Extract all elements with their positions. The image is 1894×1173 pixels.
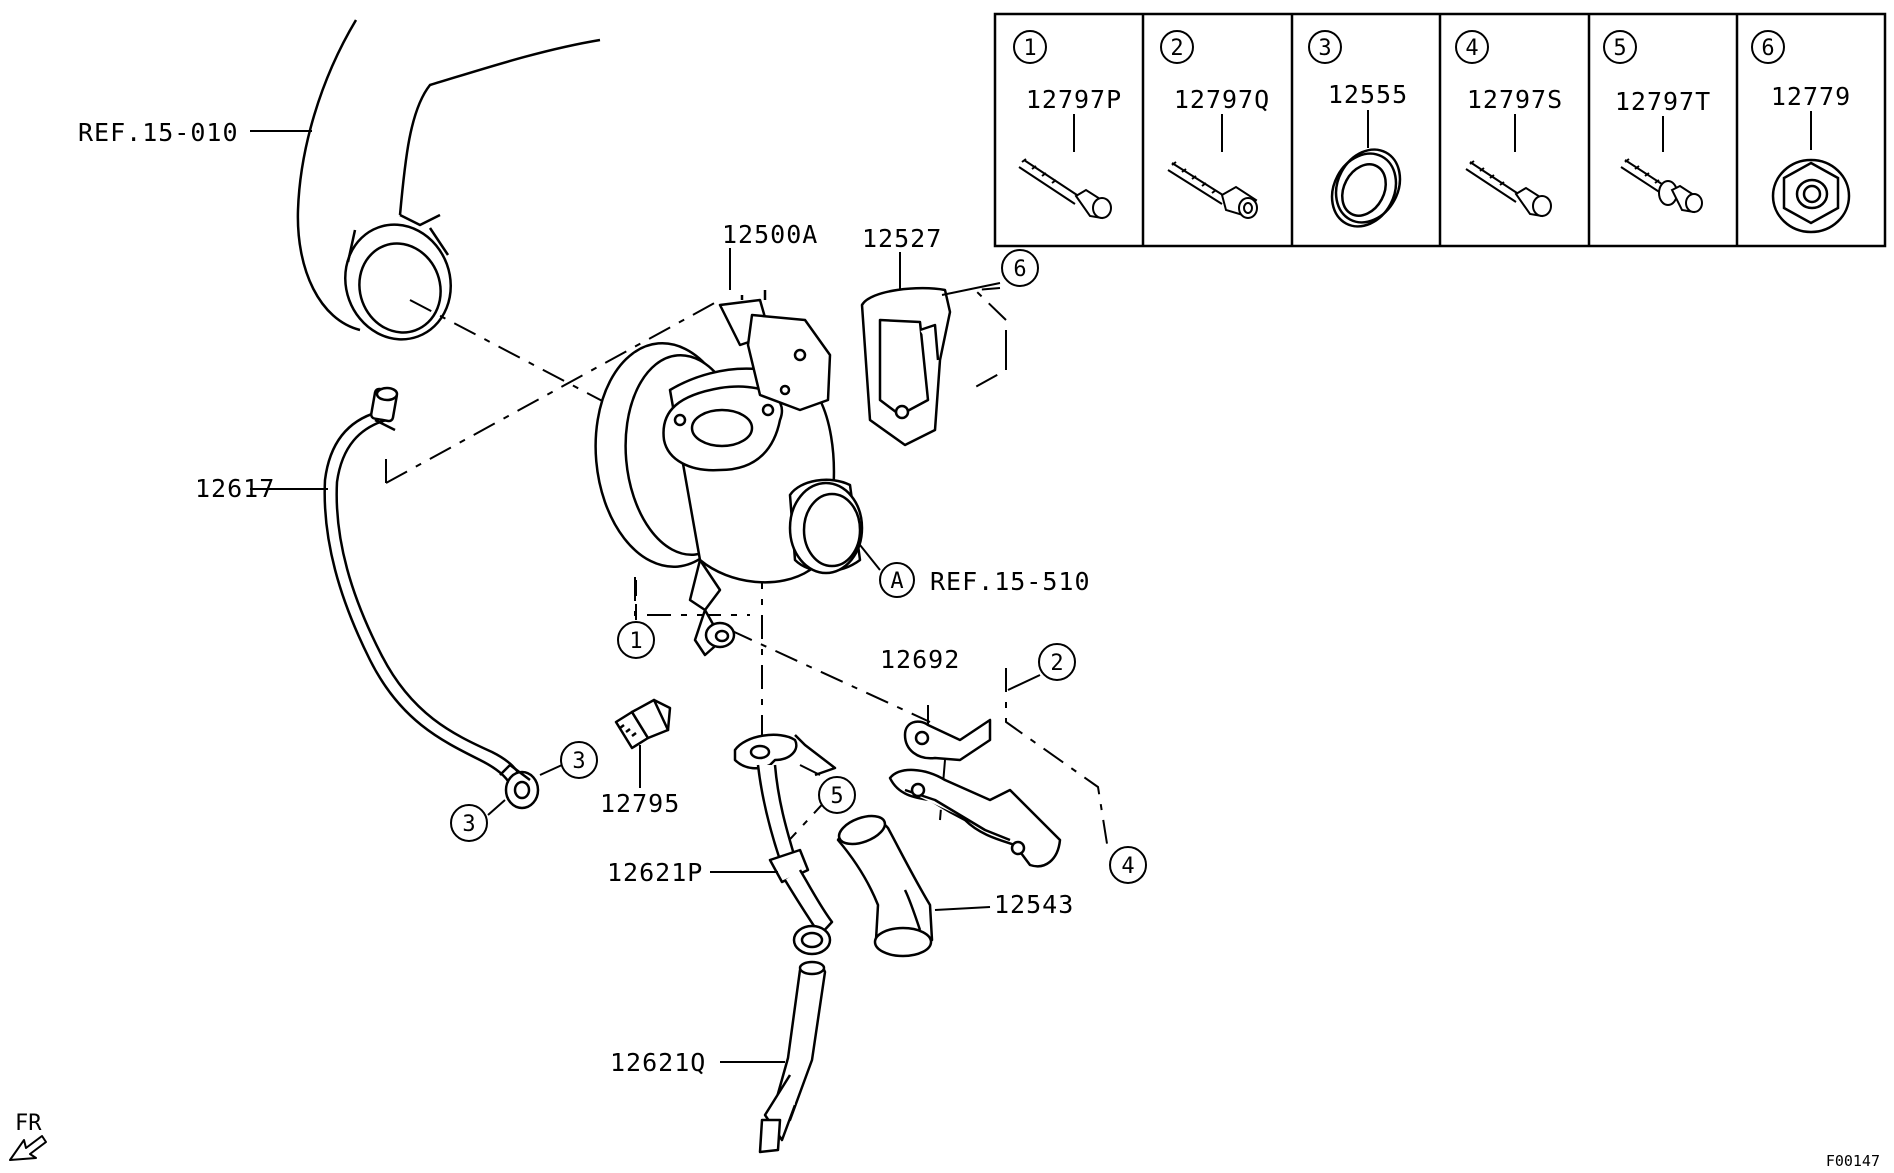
drawing-id: F00147 bbox=[1826, 1152, 1880, 1170]
table-column-6[interactable]: 6 12779 bbox=[1751, 30, 1851, 234]
marker-5: 5 bbox=[830, 784, 843, 809]
marker-3-upper: 3 bbox=[572, 749, 585, 774]
oil-tube-12621Q[interactable] bbox=[758, 960, 827, 1154]
marker-6: 6 bbox=[1013, 257, 1026, 282]
table-column-3[interactable]: 3 12555 bbox=[1308, 30, 1412, 238]
front-label: FR bbox=[15, 1111, 42, 1136]
table-column-2[interactable]: 2 12797Q bbox=[1160, 30, 1270, 219]
marker-a: A bbox=[890, 569, 903, 594]
callout-12795[interactable]: 12795 bbox=[600, 789, 680, 818]
gasket-12527[interactable] bbox=[860, 286, 952, 447]
oil-tube-12621P[interactable] bbox=[733, 733, 837, 956]
callout-ref-15-510[interactable]: REF.15-510 bbox=[930, 567, 1091, 596]
table-part-12555: 12555 bbox=[1328, 80, 1408, 109]
table-column-5[interactable]: 5 12797T bbox=[1603, 30, 1711, 214]
intake-duct bbox=[296, 19, 601, 341]
washer-icon bbox=[1330, 148, 1402, 228]
fastener-table bbox=[993, 12, 1887, 248]
callout-12621Q[interactable]: 12621Q bbox=[610, 1048, 706, 1077]
table-part-12797P: 12797P bbox=[1026, 85, 1122, 114]
front-direction-indicator: FR bbox=[9, 1111, 47, 1161]
turbocharger[interactable] bbox=[587, 290, 864, 657]
callout-12621P[interactable]: 12621P bbox=[607, 858, 703, 887]
table-index-5: 5 bbox=[1613, 36, 1626, 61]
callout-12692[interactable]: 12692 bbox=[880, 645, 960, 674]
table-index-6: 6 bbox=[1761, 36, 1774, 61]
table-part-12797Q: 12797Q bbox=[1174, 85, 1270, 114]
table-index-4: 4 bbox=[1465, 36, 1478, 61]
table-part-12797S: 12797S bbox=[1467, 85, 1563, 114]
table-column-1[interactable]: 1 12797P bbox=[1013, 30, 1122, 220]
table-index-2: 2 bbox=[1170, 36, 1183, 61]
marker-3-lower: 3 bbox=[462, 812, 475, 837]
fitting-12795[interactable] bbox=[614, 698, 672, 750]
socket-head-bolt-icon bbox=[1167, 161, 1258, 219]
flange-bolt-icon bbox=[1018, 158, 1112, 220]
marker-4: 4 bbox=[1121, 854, 1134, 879]
table-index-3: 3 bbox=[1318, 36, 1331, 61]
table-part-12779: 12779 bbox=[1771, 82, 1851, 111]
intake-duct-outlet-ring bbox=[344, 223, 452, 341]
bolt-with-washer-icon bbox=[1620, 158, 1703, 214]
table-column-4[interactable]: 4 12797S bbox=[1455, 30, 1563, 218]
flange-bolt-icon bbox=[1465, 160, 1552, 218]
bracket-12692[interactable] bbox=[888, 718, 1062, 868]
oil-pipe-12617[interactable] bbox=[323, 386, 540, 810]
callout-ref-15-010[interactable]: REF.15-010 bbox=[78, 118, 239, 147]
marker-2: 2 bbox=[1050, 651, 1063, 676]
hose-12543[interactable] bbox=[835, 811, 934, 958]
table-index-1: 1 bbox=[1023, 36, 1036, 61]
marker-1: 1 bbox=[629, 629, 642, 654]
table-part-12797T: 12797T bbox=[1615, 87, 1711, 116]
callout-12543[interactable]: 12543 bbox=[994, 890, 1074, 919]
callout-12500A[interactable]: 12500A bbox=[722, 220, 818, 249]
flange-nut-icon bbox=[1771, 158, 1851, 234]
callout-12617[interactable]: 12617 bbox=[195, 474, 275, 503]
callout-12527[interactable]: 12527 bbox=[862, 224, 942, 253]
front-arrow-icon bbox=[9, 1135, 47, 1161]
